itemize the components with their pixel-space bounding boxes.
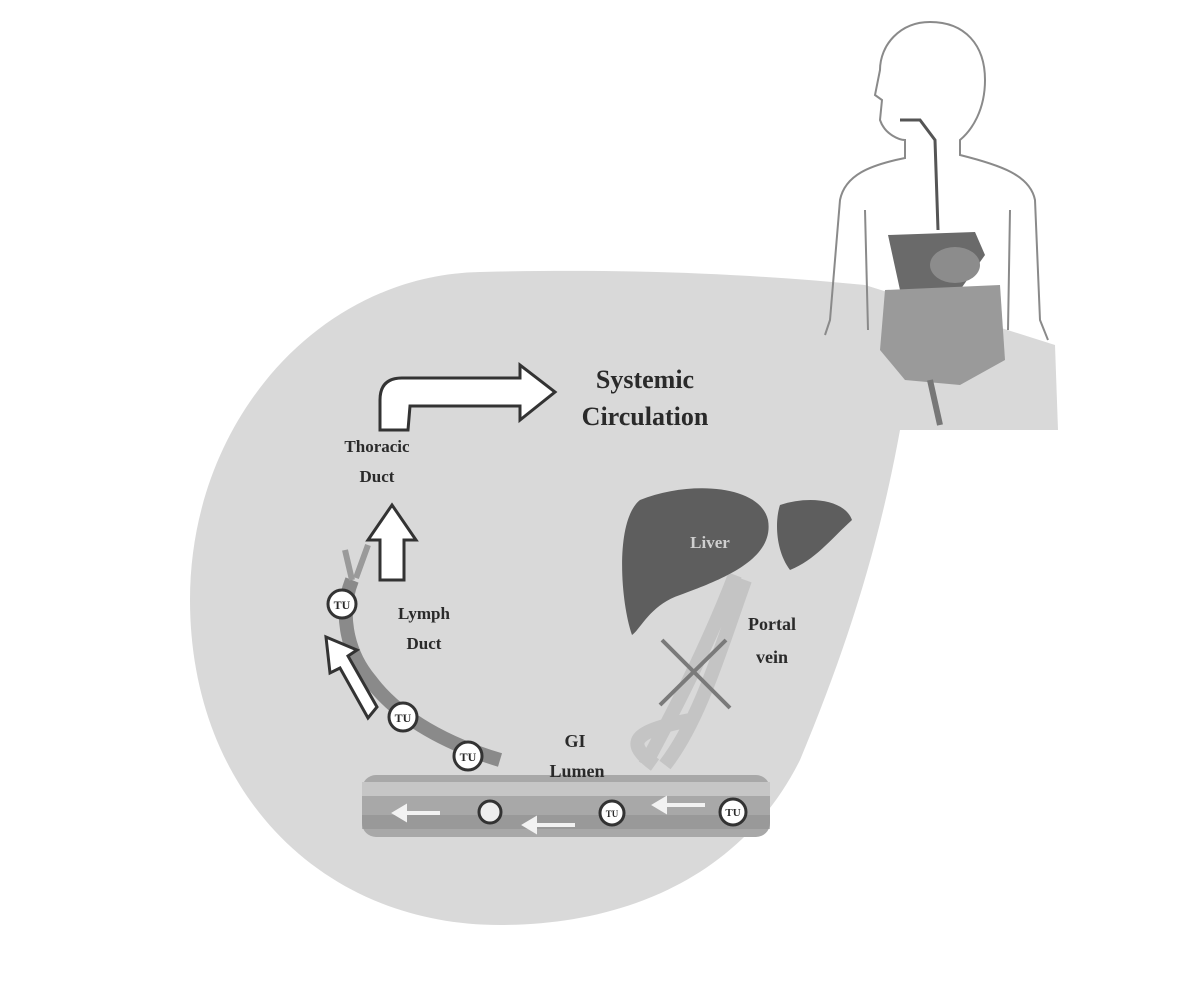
gi-lumen-label-line2: Lumen [549,761,604,781]
thoracic-duct-label-line2: Duct [360,467,395,486]
lymph-duct-label-line2: Duct [407,634,442,653]
liver-label: Liver [690,533,730,552]
tu-particle: TU [387,701,419,733]
thoracic-up-arrow [365,502,419,582]
svg-text:TU: TU [725,807,740,819]
tu-particle [477,799,503,825]
svg-text:TU: TU [606,809,619,819]
portal-vein-label-line2: vein [756,647,788,667]
svg-text:TU: TU [395,711,412,725]
flow-arrows-lumen [391,795,705,835]
tu-particle: TU [598,799,626,827]
thoracic-duct-label-line1: Thoracic [344,437,410,456]
liver-icon [622,488,852,635]
gi-lumen-tube [362,775,770,837]
blocked-cross-icon [658,638,732,710]
tu-particle: TU [326,588,358,620]
portal-vein-label-line1: Portal [748,614,796,634]
lymph-duct-branches [342,543,371,581]
human-body-icon [824,21,1049,341]
tu-particle: TU [452,740,484,772]
gi-lumen-label-line1: GI [564,731,585,751]
systemic-flow-arrow [378,361,558,432]
lymph-duct-label-line1: Lymph [398,604,451,623]
svg-text:TU: TU [334,598,351,612]
systemic-circulation-label-line1: Systemic [596,365,694,394]
magnified-region-blob [190,270,1058,926]
systemic-circulation-label-line2: Circulation [582,402,709,431]
lymph-up-arrow [324,634,379,721]
tu-particle: TU [718,797,748,827]
svg-text:TU: TU [460,750,477,764]
digestive-organs-icon [880,232,1005,426]
